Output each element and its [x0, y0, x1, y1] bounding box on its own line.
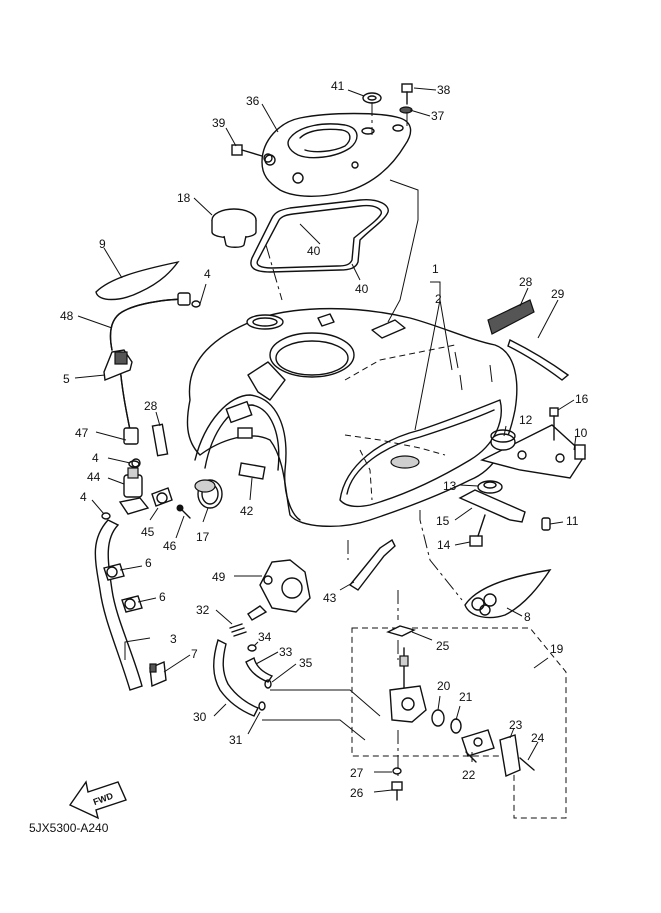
- callout-35: 35: [299, 656, 313, 670]
- fuel-cock-assembly-19: [351, 625, 567, 819]
- callout-26: 26: [350, 786, 364, 800]
- grommet-17: [194, 479, 223, 509]
- callout-17: 17: [196, 530, 210, 544]
- callout-4b: 4: [92, 451, 99, 465]
- callout-45: 45: [141, 525, 155, 539]
- alignment-lines: [262, 102, 463, 780]
- callout-22: 22: [462, 768, 476, 782]
- callout-12: 12: [519, 413, 533, 427]
- callout-7: 7: [191, 647, 198, 661]
- callout-4a: 4: [204, 267, 211, 281]
- fwd-arrow-icon: FWD: [68, 780, 127, 820]
- callout-2: 2: [435, 292, 442, 306]
- callout-49: 49: [212, 570, 226, 584]
- callout-34: 34: [258, 630, 272, 644]
- callout-9: 9: [99, 237, 106, 251]
- callout-13: 13: [443, 479, 457, 493]
- callout-41: 41: [331, 79, 345, 93]
- callout-48: 48: [60, 309, 74, 323]
- fuel-pump-49: [247, 559, 311, 621]
- callout-28b: 28: [519, 275, 533, 289]
- strip-9: [95, 260, 180, 301]
- hose-33: [245, 656, 274, 683]
- callout-5: 5: [63, 372, 70, 386]
- callout-40b: 40: [355, 282, 369, 296]
- washer-41: [362, 92, 382, 104]
- hose-30: [213, 639, 259, 717]
- fuel-tank: [186, 307, 518, 528]
- callout-28a: 28: [144, 399, 158, 413]
- callout-11: 11: [566, 514, 579, 528]
- clip-32: [229, 623, 247, 637]
- clip-35: [264, 679, 272, 689]
- emblem-8: [464, 569, 552, 619]
- bracket-10: [480, 424, 586, 479]
- callout-40a: 40: [307, 244, 321, 258]
- callout-25: 25: [436, 639, 450, 653]
- callout-6a: 6: [145, 556, 152, 570]
- damper-42: [238, 462, 266, 480]
- callout-31: 31: [229, 733, 243, 747]
- callout-33: 33: [279, 645, 293, 659]
- clip-6b: [121, 595, 143, 613]
- washer-37: [399, 106, 413, 114]
- bracket-43: [348, 538, 396, 591]
- callout-6b: 6: [159, 590, 166, 604]
- seal-40: [250, 198, 389, 273]
- callout-19: 19: [550, 642, 564, 656]
- tank-cover-36: [261, 112, 412, 197]
- bracket-5: [103, 349, 133, 381]
- callout-24: 24: [531, 731, 545, 745]
- bolt-46: [176, 504, 191, 519]
- callout-46: 46: [163, 539, 177, 553]
- callout-32: 32: [196, 603, 210, 617]
- strip-29: [507, 339, 570, 381]
- callout-10: 10: [574, 426, 588, 440]
- connector-44: [118, 458, 150, 515]
- clamp-45: [151, 487, 173, 507]
- callout-38: 38: [437, 83, 451, 97]
- callout-43: 43: [323, 591, 337, 605]
- bracket-15: [458, 489, 526, 523]
- strip-28-right: [487, 299, 535, 335]
- callout-14: 14: [437, 538, 451, 552]
- damper-12: [490, 429, 516, 451]
- clip-7: [149, 660, 167, 688]
- callout-44: 44: [87, 470, 101, 484]
- callout-27: 27: [350, 766, 364, 780]
- callout-30: 30: [193, 710, 207, 724]
- clip-31: [258, 701, 266, 711]
- callout-20: 20: [437, 679, 451, 693]
- callout-37: 37: [431, 109, 445, 123]
- callout-8: 8: [524, 610, 531, 624]
- clip-6a: [103, 563, 125, 581]
- callout-36: 36: [246, 94, 260, 108]
- callout-42: 42: [240, 504, 254, 518]
- callout-21: 21: [459, 690, 473, 704]
- clip-34: [247, 644, 257, 652]
- callout-4c: 4: [80, 490, 87, 504]
- bolt-16: [549, 407, 559, 441]
- callout-15: 15: [436, 514, 450, 528]
- strip-28-left: [151, 423, 169, 457]
- bolt-14: [469, 514, 486, 547]
- screw-39: [231, 144, 273, 163]
- bolt-38: [401, 83, 413, 105]
- damper-13: [477, 480, 503, 494]
- callout-3: 3: [170, 632, 177, 646]
- callout-47: 47: [75, 426, 89, 440]
- tank-cap-18: [211, 208, 257, 248]
- callout-18: 18: [177, 191, 191, 205]
- collar-11: [541, 517, 551, 531]
- callout-1: 1: [432, 262, 439, 276]
- callouts: 1 2 3 4 4 4 5 6 6 7 8 9 10 11 12 13 14: [60, 79, 589, 800]
- callout-39: 39: [212, 116, 226, 130]
- callout-23: 23: [509, 718, 523, 732]
- callout-29: 29: [551, 287, 565, 301]
- callout-16: 16: [575, 392, 589, 406]
- diagram-code: 5JX5300-A240: [29, 821, 109, 835]
